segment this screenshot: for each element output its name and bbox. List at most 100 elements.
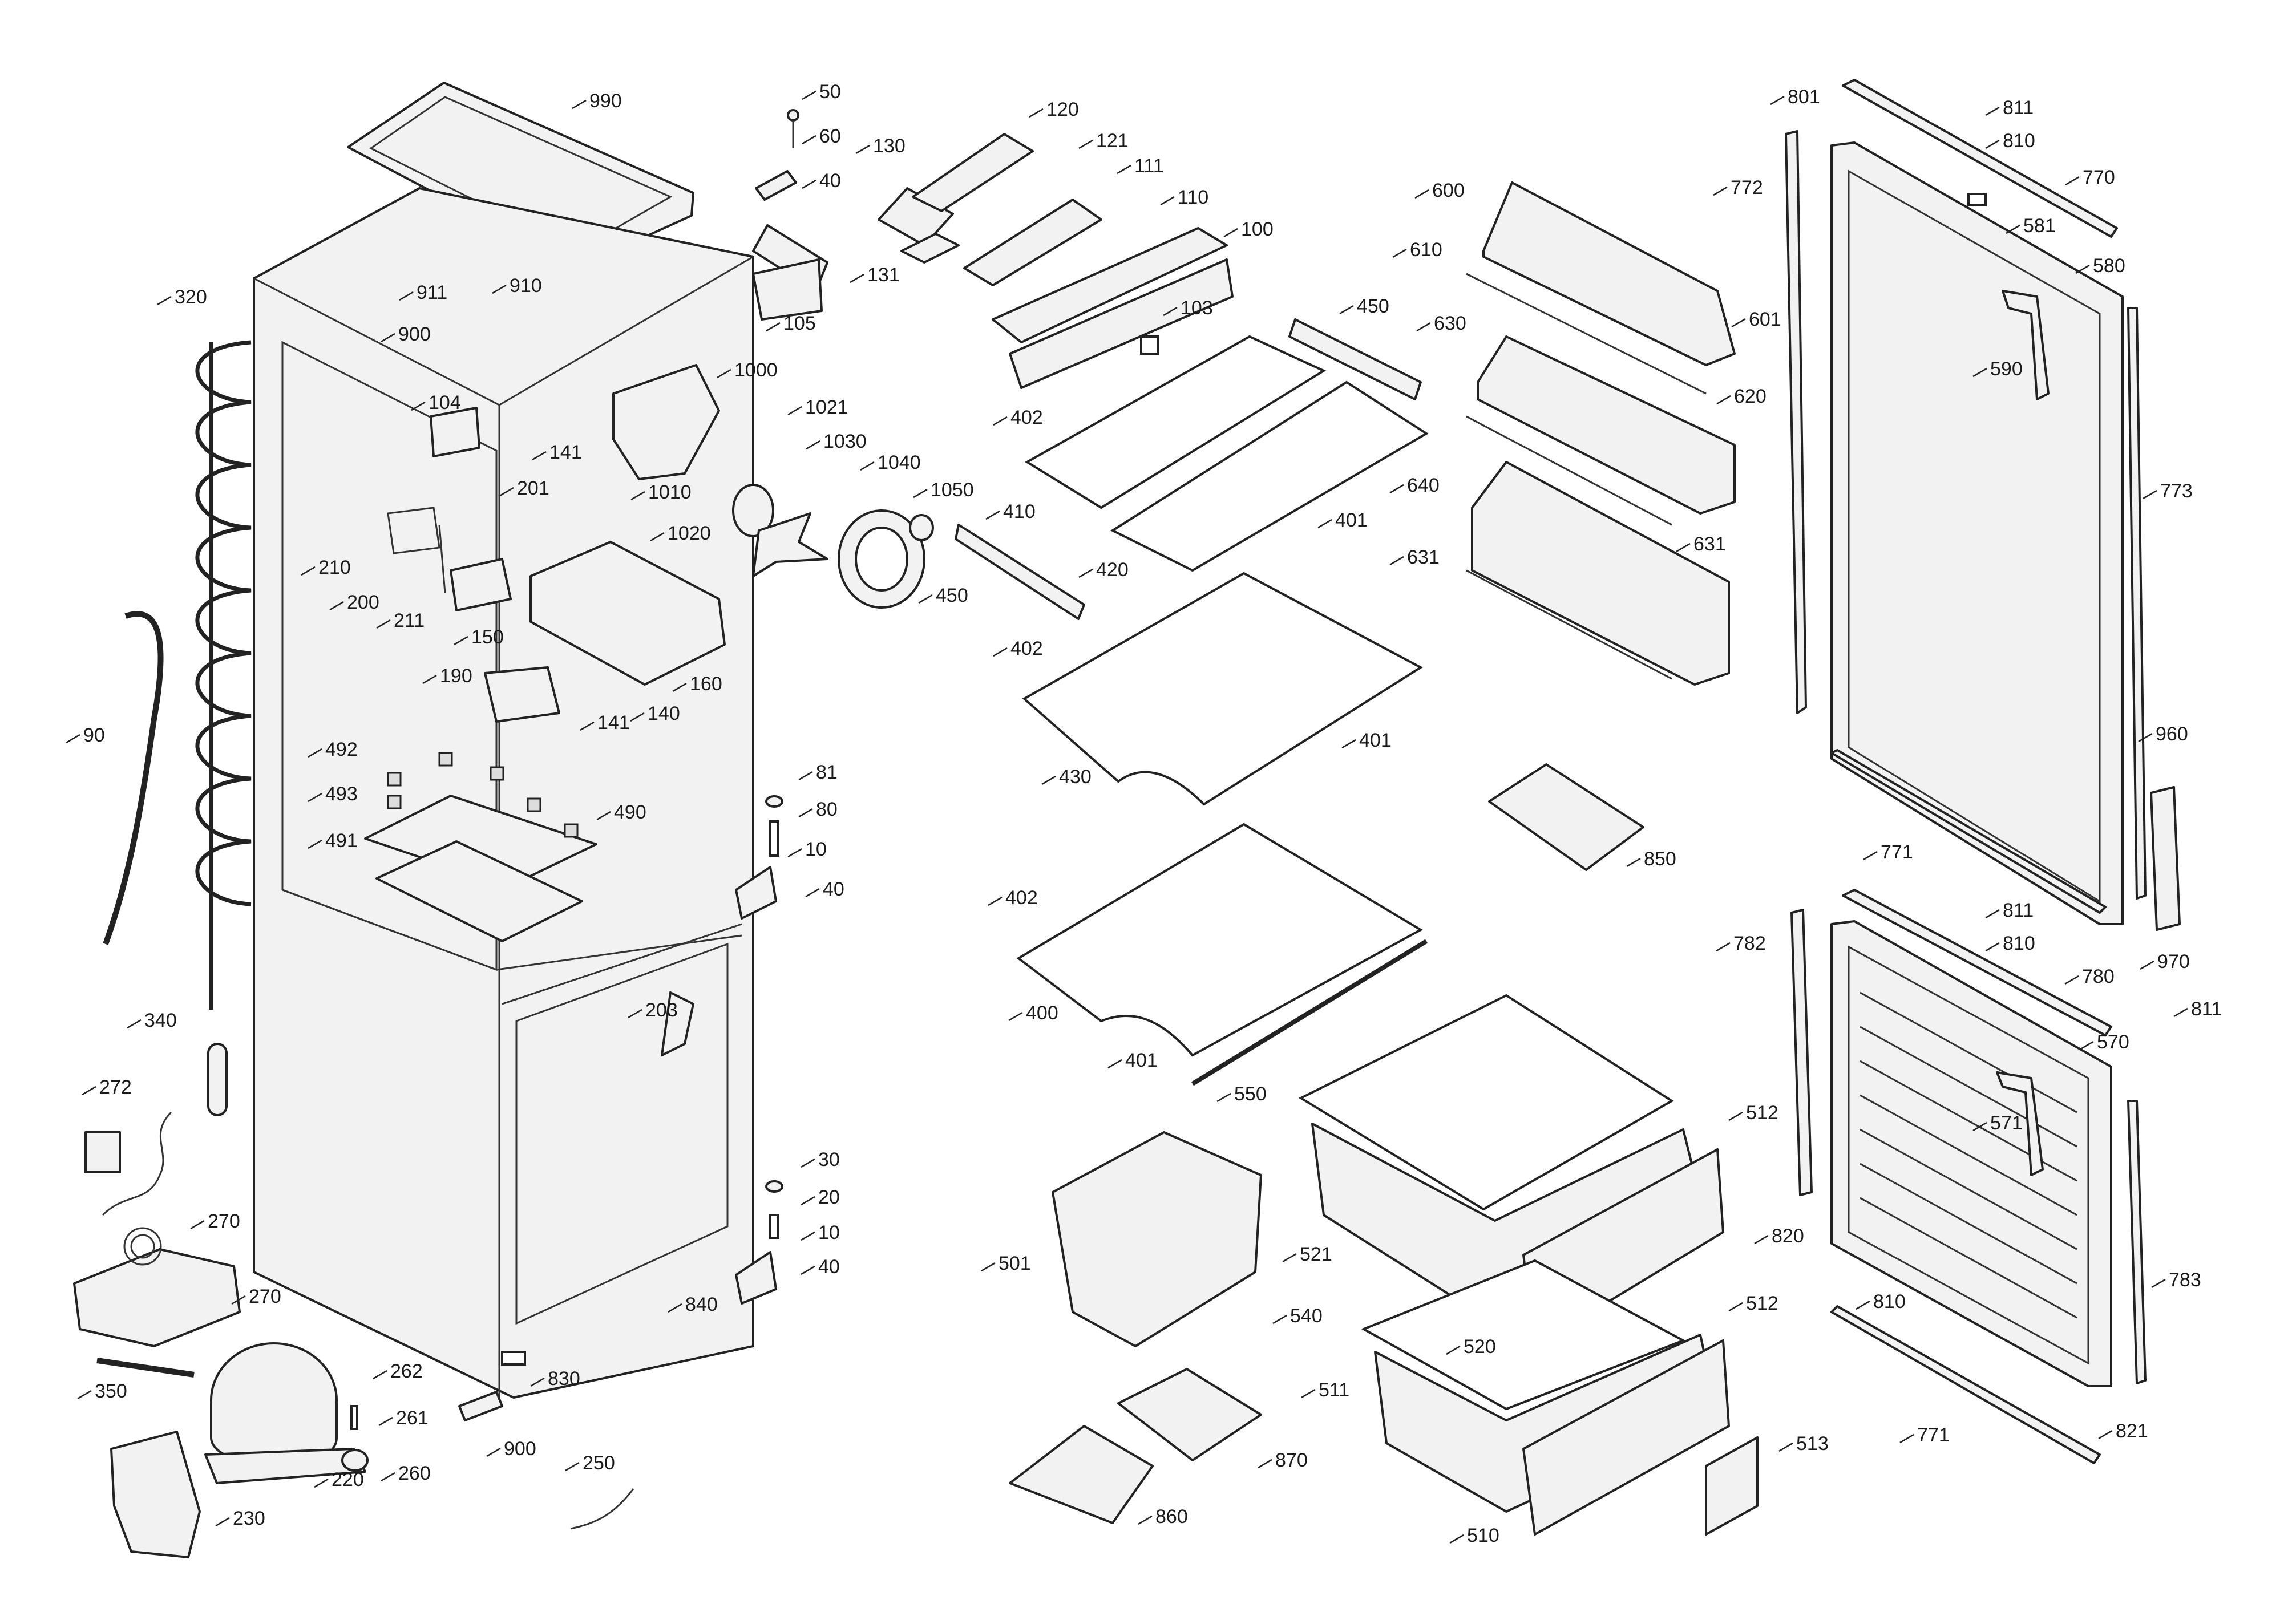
callout-970: 970 [2140,951,2190,973]
callout-leader-line [668,1303,682,1313]
callout-leader-line [1008,1011,1023,1022]
callout-340: 340 [127,1010,177,1031]
callout-number: 770 [2083,167,2115,188]
callout-number: 631 [1693,533,1726,555]
callout-leader-line [806,440,820,450]
callout-leader-line [801,1158,815,1168]
callout-number: 783 [2169,1269,2201,1291]
callout-leader-line [2079,1040,2094,1051]
egg-tray [1488,763,1644,871]
callout-number: 111 [1134,155,1164,177]
callout-220: 220 [314,1469,364,1491]
callout-number: 150 [471,626,504,648]
callout-810: 810 [1856,1291,1906,1313]
callout-430: 430 [1041,766,1092,788]
callout-number: 900 [398,323,431,345]
callout-491: 491 [308,830,358,852]
callout-number: 141 [597,712,630,734]
callout-leader-line [855,144,870,155]
callout-190: 190 [422,665,472,687]
callout-leader-line [411,401,426,411]
callout-number: 580 [2093,255,2125,277]
callout-number: 772 [1731,177,1763,199]
callout-leader-line [1731,318,1746,328]
callout-leader-line [1856,1300,1870,1310]
callout-1050: 1050 [913,479,974,501]
callout-leader-line [672,682,687,692]
upper-door [1785,79,2181,931]
callout-number: 203 [645,999,678,1021]
callout-990: 990 [572,90,622,112]
callout-leader-line [993,416,1008,426]
callout-leader-line [1863,851,1878,861]
door-bins [1466,181,1736,686]
callout-leader-line [787,406,802,416]
callout-490: 490 [596,801,646,823]
callout-number: 1010 [648,481,692,503]
callout-773: 773 [2143,480,2193,502]
callout-130: 130 [855,135,906,157]
callout-270: 270 [190,1210,240,1232]
callout-493: 493 [308,783,358,805]
callout-number: 830 [548,1368,580,1390]
control-parts [430,133,1234,457]
callout-leader-line [993,647,1008,657]
callout-450: 450 [1339,295,1389,317]
callout-512: 512 [1728,1102,1778,1124]
callout-leader-line [492,284,507,294]
callout-141: 141 [532,442,582,463]
callout-leader-line [798,771,813,781]
callout-141: 141 [580,712,630,734]
callout-number: 201 [517,477,549,499]
callout-103: 103 [1163,297,1213,319]
callout-40: 40 [801,1256,840,1278]
callout-leader-line [1985,139,2000,149]
callout-leader-line [1301,1388,1316,1399]
callout-leader-line [2143,489,2157,500]
callout-leader-line [913,488,928,499]
callout-number: 811 [2003,900,2034,921]
callout-number: 105 [783,313,816,334]
callout-leader-line [1770,95,1785,106]
callout-492: 492 [308,739,358,760]
callout-number: 601 [1749,309,1781,330]
callout-leader-line [1754,1234,1769,1245]
callout-number: 30 [818,1149,840,1171]
callout-leader-line [373,1370,387,1380]
callout-number: 50 [819,81,841,103]
callout-leader-line [1392,248,1407,258]
callout-511: 511 [1301,1379,1349,1401]
callout-521: 521 [1282,1244,1332,1265]
callout-number: 1040 [878,452,921,473]
callout-number: 230 [233,1508,265,1529]
callout-number: 570 [2097,1031,2129,1053]
drain-hose [103,611,164,945]
callout-911: 911 [399,282,447,303]
callout-513: 513 [1778,1433,1829,1455]
callout-number: 211 [394,610,425,631]
callout-leader-line [850,273,864,284]
callout-401: 401 [1107,1050,1158,1071]
callout-420: 420 [1078,559,1129,581]
callout-number: 773 [2160,480,2193,502]
glass-shelves [1016,335,1429,1086]
callout-number: 320 [175,286,207,308]
callout-leader-line [628,1009,642,1019]
callout-number: 104 [429,392,461,414]
callout-501: 501 [981,1253,1031,1274]
callout-leader-line [1985,106,2000,116]
callout-number: 910 [510,275,542,297]
callout-leader-line [1216,1092,1231,1103]
callout-number: 810 [1873,1291,1906,1313]
callout-number: 490 [614,801,646,823]
callout-number: 1000 [734,359,778,381]
callout-number: 400 [1026,1002,1058,1024]
callout-860: 860 [1138,1506,1188,1528]
callout-120: 120 [1029,99,1079,120]
callout-1020: 1020 [650,523,711,544]
callout-leader-line [1972,1121,1987,1132]
callout-leader-line [1728,1302,1743,1312]
callout-number: 200 [347,592,379,613]
callout-leader-line [981,1262,996,1272]
